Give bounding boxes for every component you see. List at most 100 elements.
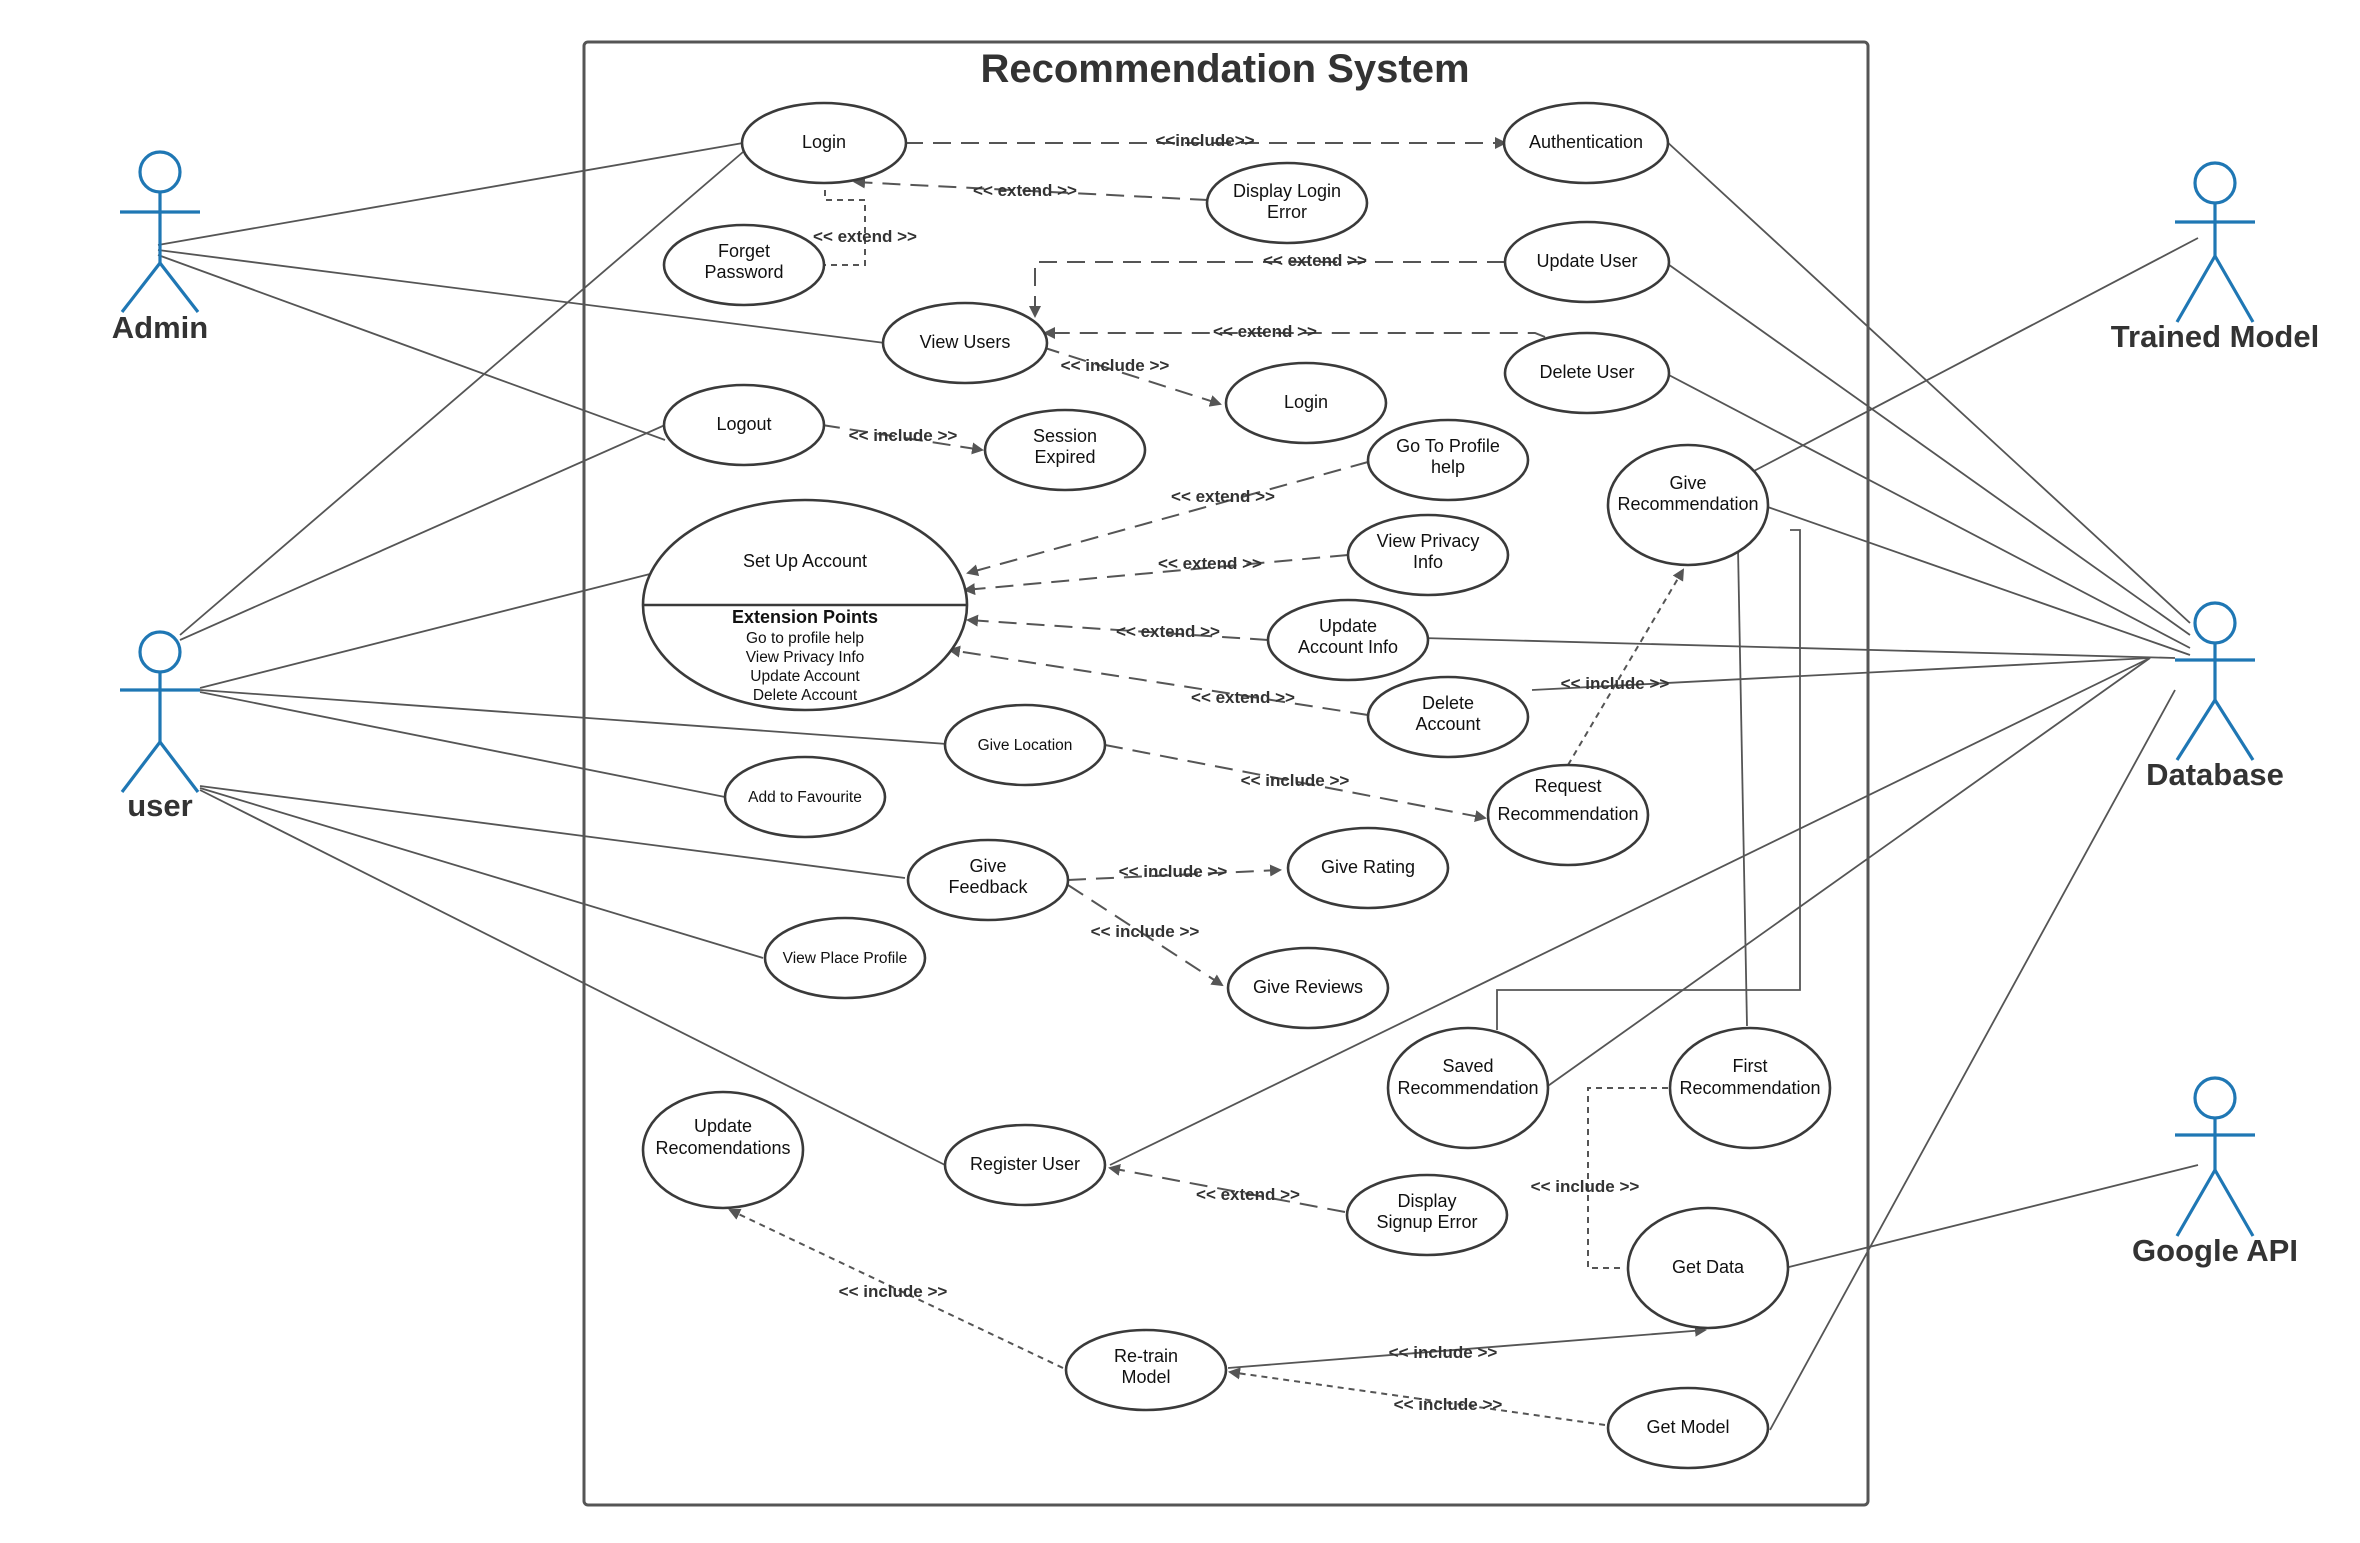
label-view-login: << include >> bbox=[1061, 356, 1170, 375]
use-case-label: View Privacy bbox=[1377, 531, 1480, 551]
use-case-label: Forget bbox=[718, 241, 770, 261]
use-cases: Login Authentication Display LoginError … bbox=[641, 101, 1832, 1470]
actor-label: user bbox=[127, 788, 192, 823]
actor-label: Admin bbox=[112, 310, 208, 345]
use-case-get-data[interactable]: Get Data bbox=[1626, 1206, 1790, 1330]
label-login-auth: <<include>> bbox=[1155, 131, 1254, 150]
use-case-label: Update bbox=[694, 1116, 752, 1136]
use-case-get-model[interactable]: Get Model bbox=[1606, 1386, 1770, 1470]
use-case-delete-user[interactable]: Delete User bbox=[1503, 331, 1671, 415]
use-case-label: Display Login bbox=[1233, 181, 1341, 201]
use-case-label: View Place Profile bbox=[783, 950, 908, 967]
actor-admin: Admin bbox=[112, 150, 208, 345]
associations bbox=[157, 139, 2199, 1431]
use-case-label: View Users bbox=[920, 332, 1011, 352]
use-case-label: Model bbox=[1121, 1367, 1170, 1387]
use-case-add-to-favourite[interactable]: Add to Favourite bbox=[723, 755, 887, 839]
relation-labels: <<include>> << extend >> << extend >> <<… bbox=[813, 131, 1669, 1414]
label-retrain-update: << include >> bbox=[839, 1282, 948, 1301]
use-case-label: Logout bbox=[716, 414, 771, 434]
use-case-give-reviews[interactable]: Give Reviews bbox=[1226, 946, 1390, 1030]
use-case-label: Recommendation bbox=[1617, 494, 1758, 514]
use-case-label: Delete User bbox=[1539, 362, 1634, 382]
use-case-label: Give bbox=[969, 856, 1006, 876]
label-forget-login: << extend >> bbox=[813, 227, 917, 246]
use-case-view-users[interactable]: View Users bbox=[881, 301, 1049, 385]
actor-head bbox=[138, 630, 182, 674]
actor-head bbox=[138, 150, 182, 194]
use-case-label: Error bbox=[1267, 202, 1307, 222]
use-case-label: help bbox=[1431, 457, 1465, 477]
use-case-label: Recommendation bbox=[1497, 804, 1638, 824]
use-case-label: Re-train bbox=[1114, 1346, 1178, 1366]
label-location-request: << include >> bbox=[1241, 771, 1350, 790]
use-case-update-user[interactable]: Update User bbox=[1503, 220, 1671, 304]
use-case-label: Request bbox=[1534, 776, 1601, 796]
use-case-label: Recommendation bbox=[1397, 1078, 1538, 1098]
use-case-label: Give Reviews bbox=[1253, 977, 1363, 997]
use-case-label: Get Model bbox=[1646, 1417, 1729, 1437]
label-profile-help: << extend >> bbox=[1171, 487, 1275, 506]
use-case-login[interactable]: Login bbox=[740, 101, 908, 185]
use-case-label: Session bbox=[1033, 426, 1097, 446]
use-case-label: Update User bbox=[1536, 251, 1637, 271]
use-case-label: Give bbox=[1669, 473, 1706, 493]
use-case-label: Password bbox=[704, 262, 783, 282]
label-feedback-reviews: << include >> bbox=[1091, 922, 1200, 941]
use-case-label: Account Info bbox=[1298, 637, 1398, 657]
dependencies bbox=[728, 137, 1707, 1426]
use-case-label: Authentication bbox=[1529, 132, 1643, 152]
use-case-label: Give Location bbox=[978, 737, 1073, 754]
use-case-login-2[interactable]: Login bbox=[1224, 361, 1388, 445]
use-case-label: Give Rating bbox=[1321, 857, 1415, 877]
use-case-label: Info bbox=[1413, 552, 1443, 572]
use-case-view-place-profile[interactable]: View Place Profile bbox=[763, 916, 927, 1000]
actor-head bbox=[2193, 1076, 2237, 1120]
use-case-register-user[interactable]: Register User bbox=[943, 1123, 1107, 1207]
use-case-label: Add to Favourite bbox=[748, 789, 862, 806]
actor-label: Trained Model bbox=[2111, 319, 2319, 354]
use-case-give-location[interactable]: Give Location bbox=[943, 703, 1107, 787]
use-case-logout[interactable]: Logout bbox=[662, 383, 826, 467]
label-first-getdata: << include >> bbox=[1531, 1177, 1640, 1196]
label-login-error: << extend >> bbox=[973, 181, 1077, 200]
label-privacy-info: << extend >> bbox=[1158, 554, 1262, 573]
use-case-label: Recomendations bbox=[655, 1138, 790, 1158]
use-case-label: Saved bbox=[1442, 1056, 1493, 1076]
use-case-label: Display bbox=[1397, 1191, 1456, 1211]
label-feedback-rating: << include >> bbox=[1119, 862, 1228, 881]
use-case-label: Delete bbox=[1422, 693, 1474, 713]
use-case-label: Login bbox=[1284, 392, 1328, 412]
use-case-label: Account bbox=[1415, 714, 1480, 734]
actor-user: user bbox=[120, 630, 200, 823]
actor-trained-model: Trained Model bbox=[2111, 161, 2319, 354]
use-case-give-rating[interactable]: Give Rating bbox=[1286, 826, 1450, 910]
label-retrain-getdata: << include >> bbox=[1389, 1343, 1498, 1362]
actor-label: Database bbox=[2146, 757, 2284, 792]
label-logout-session: << include >> bbox=[849, 426, 958, 445]
set-up-account-title: Set Up Account bbox=[743, 551, 867, 571]
use-case-authentication[interactable]: Authentication bbox=[1502, 101, 1670, 185]
use-case-label: Signup Error bbox=[1376, 1212, 1477, 1232]
extension-point: Update Account bbox=[750, 668, 860, 685]
label-delete-view: << extend >> bbox=[1213, 322, 1317, 341]
use-case-label: Login bbox=[802, 132, 846, 152]
use-case-set-up-account[interactable]: Set Up Account Extension Points Go to pr… bbox=[641, 498, 969, 712]
